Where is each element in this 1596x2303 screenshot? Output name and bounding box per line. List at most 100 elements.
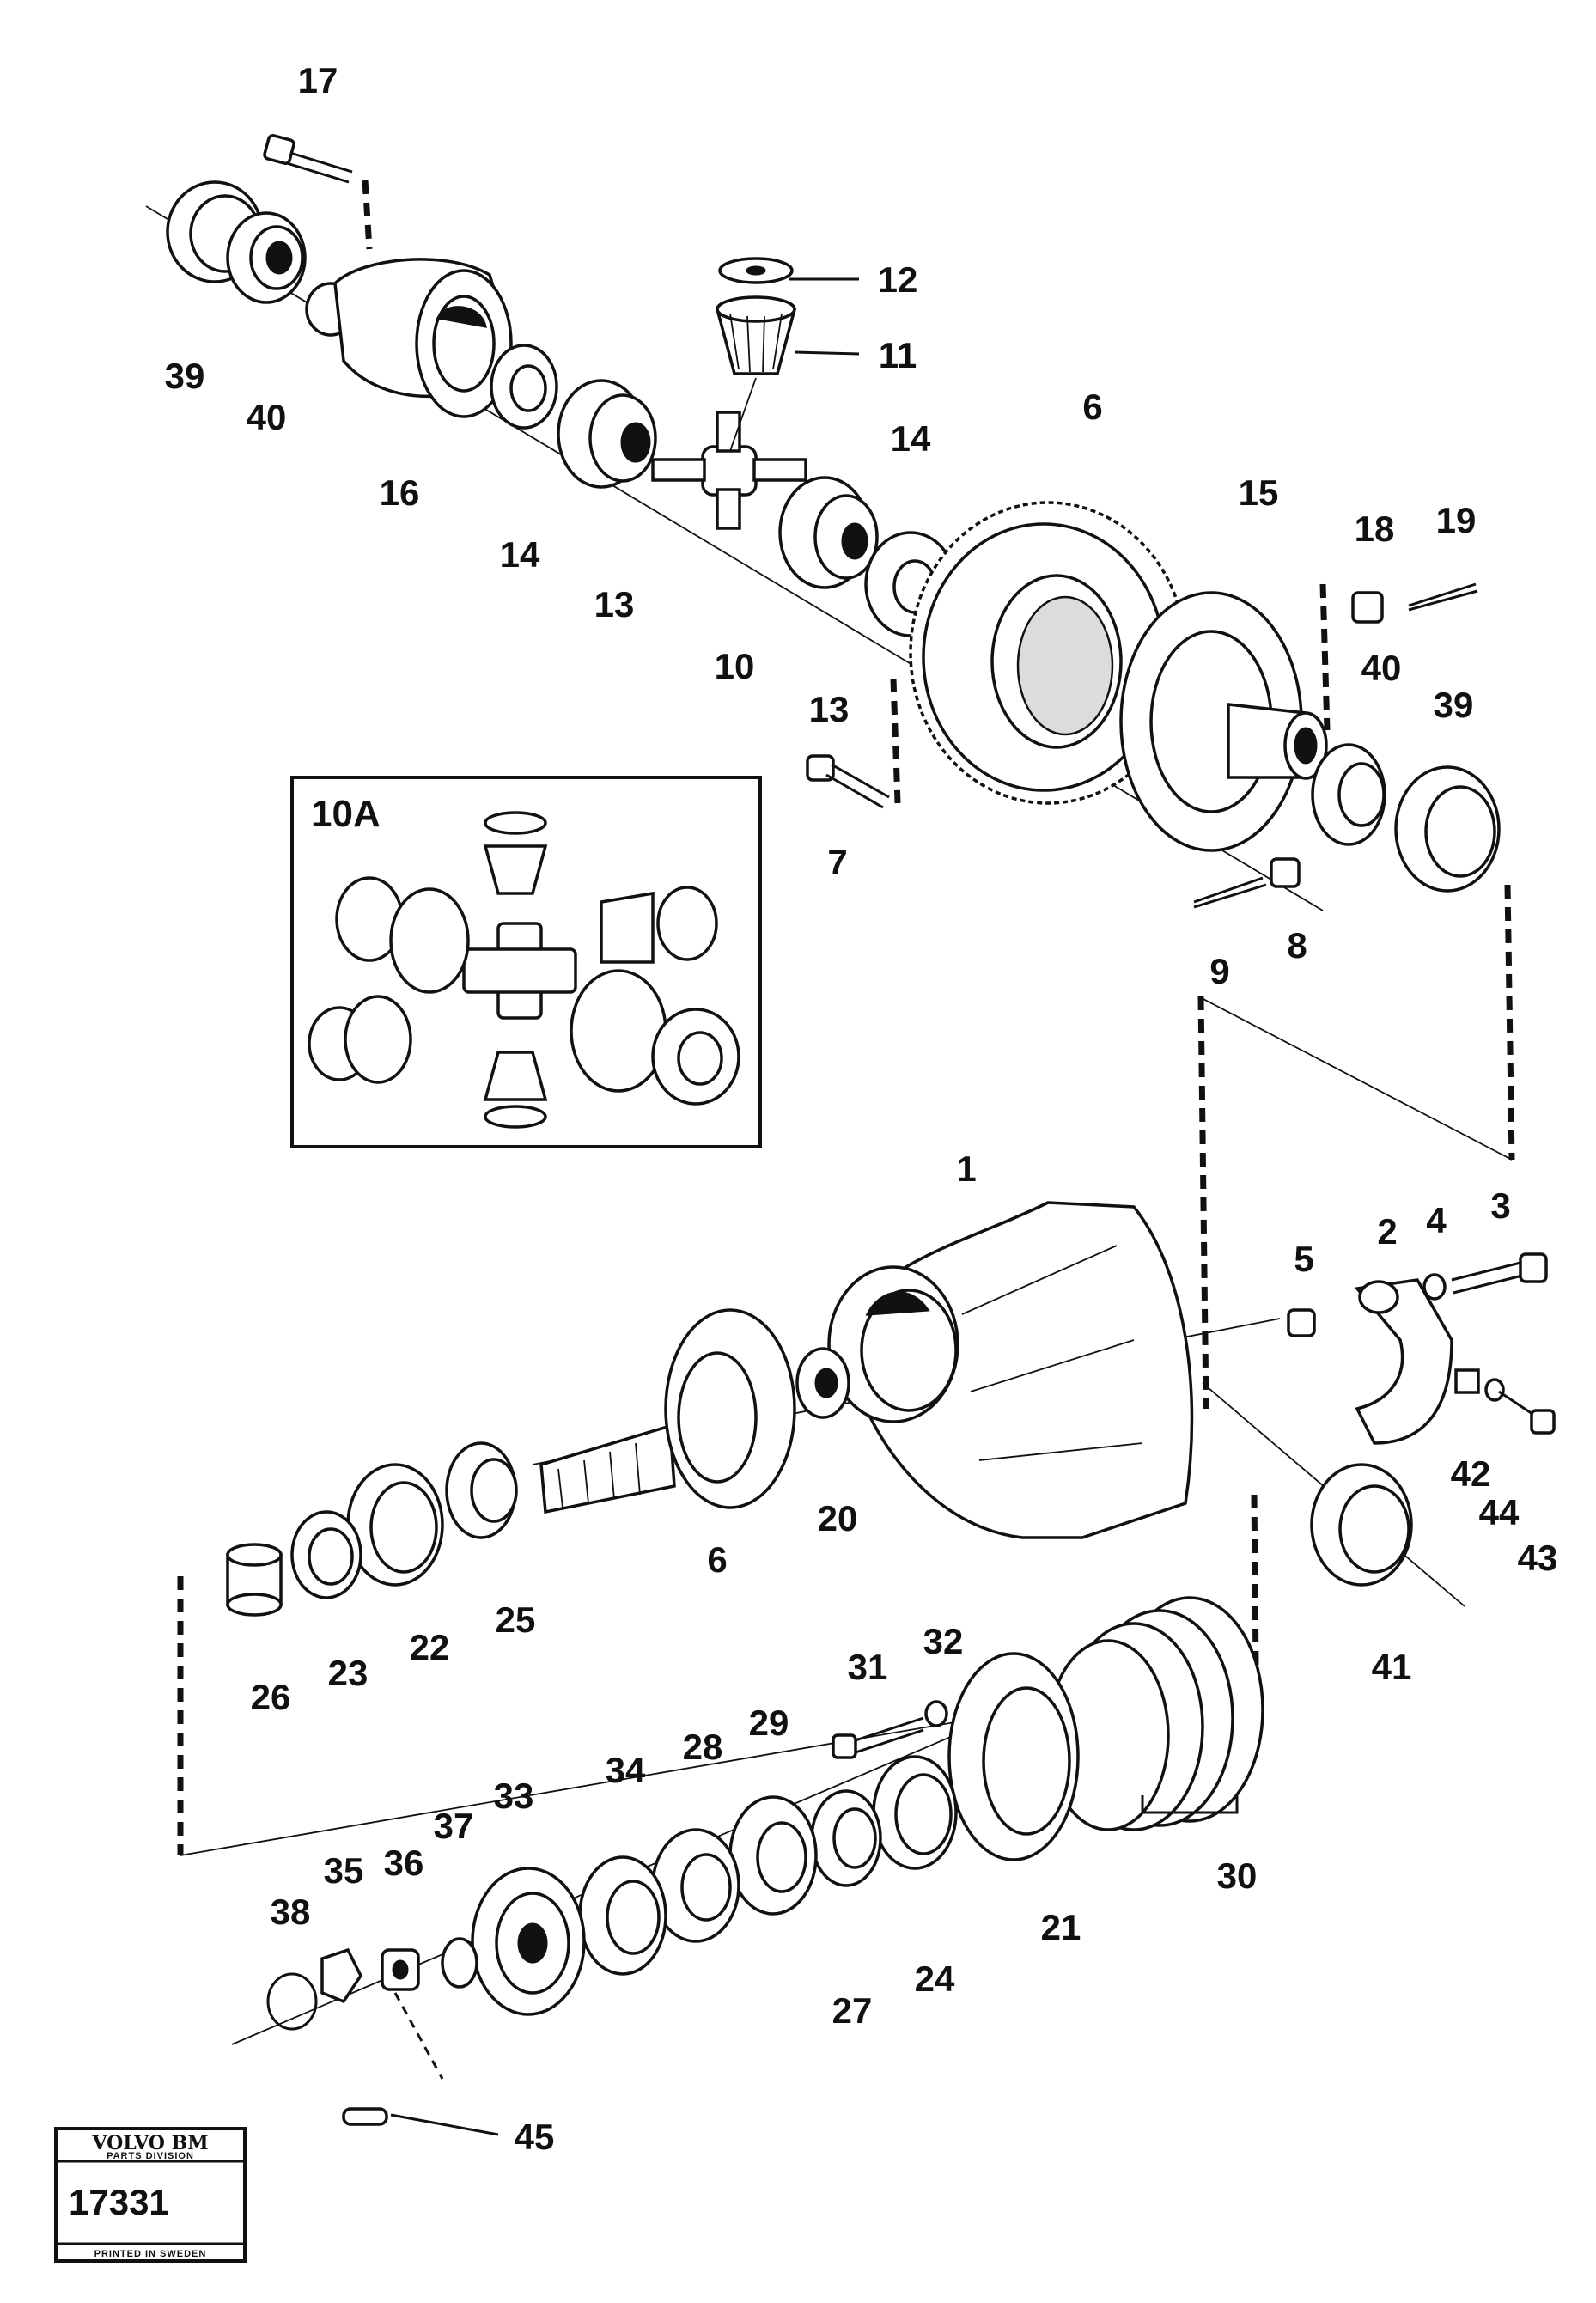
label-1: 1	[956, 1148, 976, 1189]
label-12: 12	[878, 259, 918, 300]
lock-washer-35	[320, 1947, 363, 2004]
label-45: 45	[515, 2117, 555, 2157]
bearing-20	[795, 1347, 850, 1419]
bearing-cup-22	[346, 1463, 444, 1587]
thrust-washer-14-left	[490, 344, 558, 430]
bearing-cone-27	[810, 1789, 882, 1887]
bolt-31	[832, 1716, 924, 1759]
washer-37	[441, 1937, 478, 1989]
badge-division: PARTS DIVISION	[107, 2151, 194, 2161]
part-labels: 17 12 11 39 40 16 14 13 10 13 14 6 15 18…	[165, 60, 1558, 2157]
differential-case-16	[305, 258, 517, 418]
badge-number: 17331	[69, 2182, 169, 2222]
inset-title: 10A	[311, 793, 381, 835]
bolt-7	[806, 754, 890, 809]
label-24: 24	[915, 1959, 955, 1999]
label-19: 19	[1436, 500, 1477, 540]
label-34: 34	[606, 1750, 646, 1790]
bearing-cup-39-right	[1394, 765, 1501, 893]
label-10: 10	[715, 646, 755, 686]
label-14-left: 14	[500, 534, 540, 575]
bearing-cup-24	[872, 1755, 958, 1870]
label-16: 16	[380, 472, 420, 513]
bolt-3	[1451, 1252, 1548, 1295]
label-7: 7	[827, 842, 847, 882]
circlip-38	[266, 1972, 318, 2031]
label-26: 26	[251, 1677, 291, 1717]
label-31: 31	[848, 1647, 888, 1687]
bearing-housing-21	[947, 1652, 1080, 1861]
label-5: 5	[1294, 1239, 1313, 1279]
label-37: 37	[434, 1806, 474, 1846]
bolt-17	[263, 133, 353, 184]
label-39-left: 39	[165, 356, 205, 396]
bearing-cone-25	[445, 1441, 518, 1539]
nut-18	[1351, 591, 1384, 624]
label-13-left: 13	[594, 584, 635, 624]
label-8: 8	[1287, 925, 1307, 966]
split-pin-19	[1408, 582, 1478, 612]
dust-cover-34	[578, 1855, 667, 1976]
badge-printed: PRINTED IN SWEDEN	[94, 2249, 207, 2259]
label-22: 22	[410, 1627, 450, 1667]
nut-8	[1270, 857, 1301, 888]
label-18: 18	[1355, 509, 1395, 549]
label-33: 33	[494, 1776, 534, 1816]
companion-flange-33	[471, 1867, 586, 2016]
pinion-housing-1	[827, 1201, 1194, 1539]
label-2: 2	[1377, 1211, 1397, 1252]
washer-12	[718, 257, 794, 284]
lock-plate-42	[1454, 1368, 1480, 1394]
label-13-right: 13	[809, 689, 850, 729]
label-20: 20	[818, 1498, 858, 1538]
crown-wheel-6	[909, 501, 1187, 805]
inset-10a: 10A	[290, 776, 762, 1148]
label-43: 43	[1518, 1538, 1558, 1578]
shim-23	[290, 1510, 362, 1599]
seal-28	[651, 1828, 740, 1943]
label-35: 35	[324, 1850, 364, 1891]
label-29: 29	[749, 1703, 789, 1743]
bushing-5	[1287, 1308, 1316, 1337]
label-9: 9	[1209, 951, 1229, 991]
adjusting-nut-41	[1310, 1463, 1413, 1587]
seal-29	[728, 1795, 818, 1916]
label-14-right: 14	[891, 418, 931, 459]
volvo-bm-badge: VOLVO BM PARTS DIVISION 17331 PRINTED IN…	[54, 2127, 247, 2263]
differential-case-15	[1119, 591, 1328, 852]
label-40-left: 40	[247, 397, 287, 437]
label-15: 15	[1239, 472, 1279, 513]
bearing-cone-40-left	[226, 211, 307, 304]
label-6-top: 6	[1082, 387, 1102, 427]
label-42: 42	[1451, 1453, 1491, 1494]
label-38: 38	[271, 1892, 311, 1932]
spacer-26	[226, 1543, 283, 1617]
label-3: 3	[1490, 1185, 1510, 1226]
side-gear-13-right	[778, 476, 879, 589]
pinion-gear-11	[715, 295, 797, 375]
label-39-right: 39	[1434, 685, 1474, 725]
housing-and-pinion	[177, 996, 1556, 1856]
label-25: 25	[496, 1599, 536, 1640]
nut-36	[381, 1948, 420, 1991]
label-40-right: 40	[1361, 648, 1402, 688]
label-17: 17	[298, 60, 338, 101]
label-23: 23	[328, 1653, 369, 1693]
label-28: 28	[683, 1727, 723, 1767]
label-36: 36	[384, 1843, 424, 1883]
spider-10	[651, 411, 807, 530]
pin-45	[342, 2107, 499, 2136]
upper-differential-assembly	[145, 133, 1515, 1161]
split-pin-9	[1193, 876, 1267, 909]
shims-30	[1046, 1596, 1264, 1831]
label-6-bottom: 6	[707, 1539, 727, 1580]
side-gear-13-left	[557, 379, 657, 489]
bearing-cone-40-right	[1311, 743, 1386, 846]
label-21: 21	[1041, 1907, 1081, 1947]
bearing-cap-2	[1354, 1278, 1453, 1445]
washer-32	[924, 1700, 948, 1727]
label-32: 32	[923, 1621, 964, 1661]
label-30: 30	[1217, 1855, 1258, 1896]
bolt-43	[1498, 1390, 1556, 1435]
